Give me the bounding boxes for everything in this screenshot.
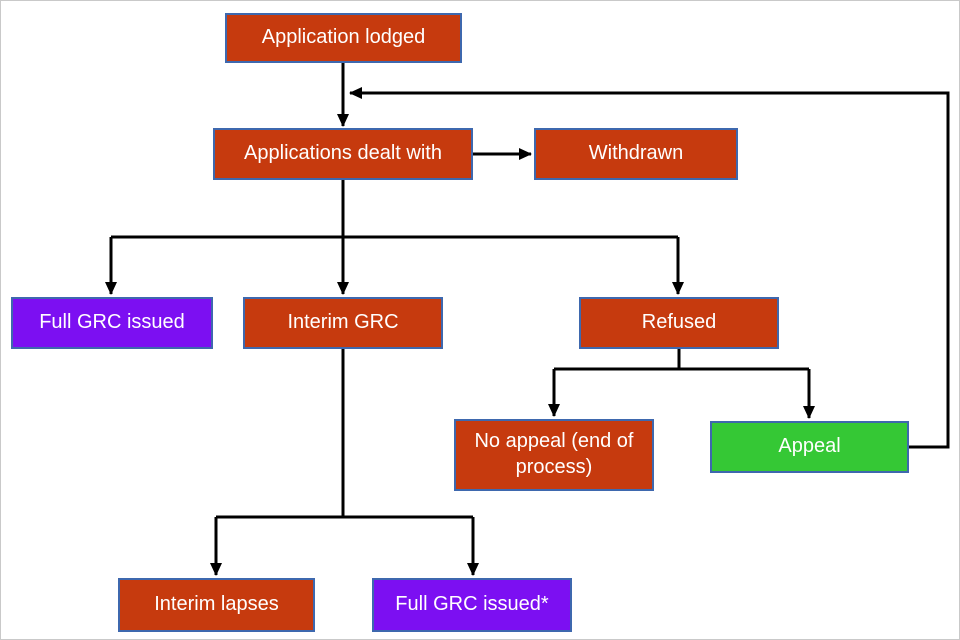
edge-refused-rail xyxy=(554,349,809,371)
node-label: No appeal (end of process) xyxy=(474,430,634,478)
node-label: Full GRC issued* xyxy=(395,593,549,616)
node-interim-lapses: Interim lapses xyxy=(118,578,315,632)
node-withdrawn: Withdrawn xyxy=(534,128,738,180)
node-full-grc-issued: Full GRC issued xyxy=(11,297,213,349)
node-label: Applications dealt with xyxy=(244,142,442,165)
node-interim-grc: Interim GRC xyxy=(243,297,443,349)
node-label: Full GRC issued xyxy=(39,311,185,334)
node-label: Interim GRC xyxy=(287,311,399,334)
node-label: Interim lapses xyxy=(154,593,279,616)
node-label: Withdrawn xyxy=(588,142,684,165)
node-label: Appeal xyxy=(778,435,841,458)
node-label: Refused xyxy=(641,311,717,334)
edge-interim-rail xyxy=(216,349,473,519)
node-appeal: Appeal xyxy=(710,421,909,473)
node-label: Application lodged xyxy=(261,26,426,49)
node-applications-dealt-with: Applications dealt with xyxy=(213,128,473,180)
node-application-lodged: Application lodged xyxy=(225,13,462,63)
node-no-appeal: No appeal (end of process) xyxy=(454,419,654,491)
node-refused: Refused xyxy=(579,297,779,349)
node-full-grc-issued-star: Full GRC issued* xyxy=(372,578,572,632)
